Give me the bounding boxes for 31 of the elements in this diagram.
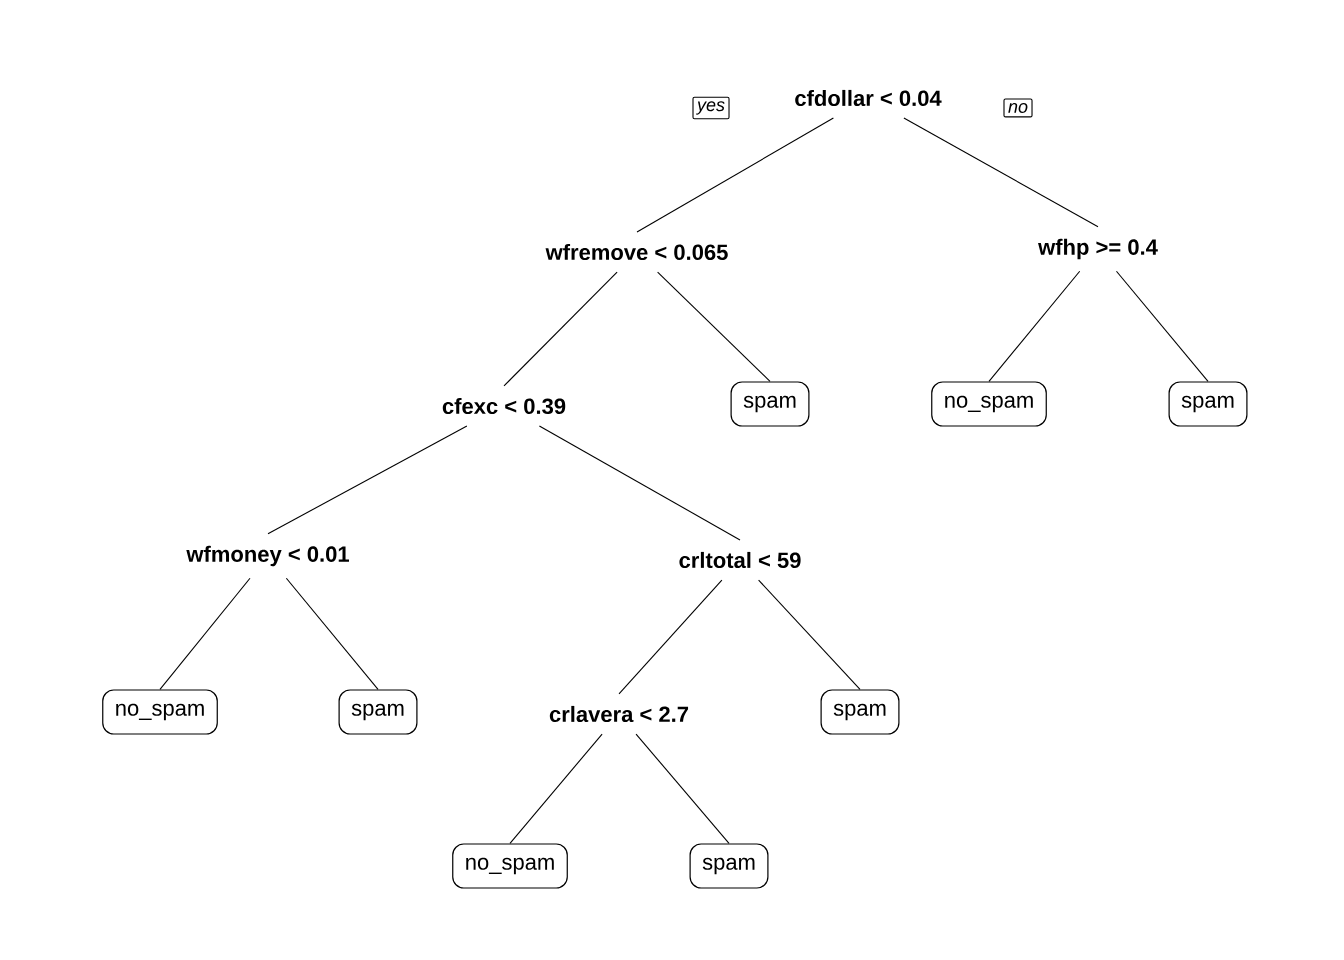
split-label: wfhp >= 0.4 [1038, 238, 1158, 260]
branch-line [509, 733, 603, 844]
branch-tag: yes [692, 96, 730, 120]
split-label: wfmoney < 0.01 [186, 545, 349, 567]
branch-line [903, 117, 1099, 228]
branch-line [503, 271, 618, 387]
branch-line [636, 117, 834, 233]
split-label: crlavera < 2.7 [549, 705, 689, 723]
branch-line [635, 733, 730, 844]
leaf-node: spam [730, 381, 810, 427]
leaf-node: spam [1168, 381, 1248, 427]
branch-tag: no [1003, 98, 1033, 118]
branch-line [758, 579, 861, 690]
split-label: cfexc < 0.39 [442, 397, 566, 415]
branch-line [988, 270, 1081, 382]
branch-line [538, 425, 741, 541]
branch-line [1115, 270, 1209, 382]
leaf-node: spam [820, 689, 900, 735]
branch-line [159, 577, 251, 690]
leaf-node: spam [689, 843, 769, 889]
leaf-node: no_spam [102, 689, 218, 735]
split-label: wfremove < 0.065 [545, 243, 728, 261]
branch-line [618, 579, 723, 695]
leaf-node: no_spam [931, 381, 1047, 427]
branch-line [657, 271, 771, 382]
leaf-node: spam [338, 689, 418, 735]
leaf-node: no_spam [452, 843, 568, 889]
branch-line [267, 425, 468, 535]
branch-line [285, 577, 379, 690]
split-label: crltotal < 59 [679, 551, 801, 569]
split-label: cfdollar < 0.04 [795, 89, 942, 107]
